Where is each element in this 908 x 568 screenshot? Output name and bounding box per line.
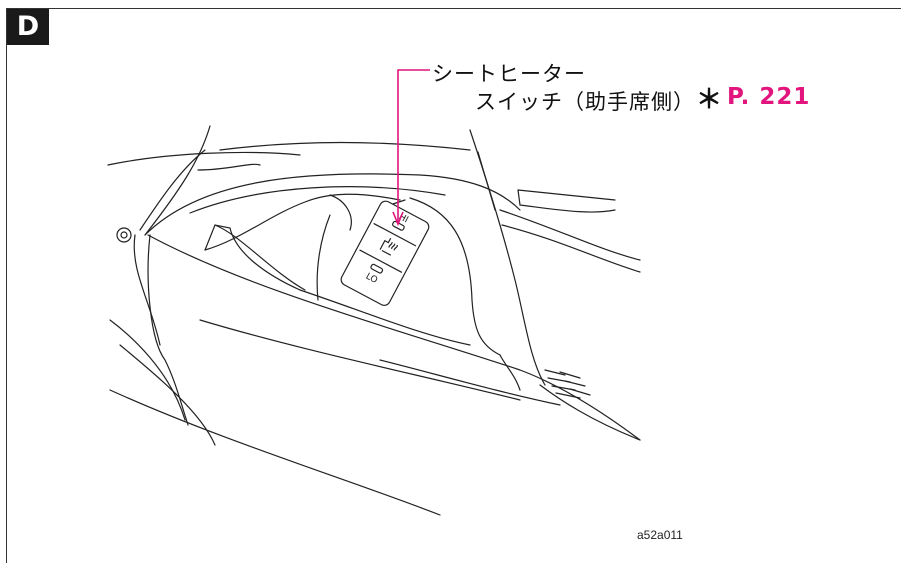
- callout-label-line1: シートヒーター: [432, 62, 586, 86]
- dash-top-line-left: [107, 151, 301, 166]
- dash-top-line-mid: [219, 141, 471, 151]
- seat-heater-icon: [379, 237, 392, 256]
- vent-knob: [116, 227, 132, 243]
- hi-label: HI: [397, 212, 410, 225]
- hi-indicator-lamp: [392, 220, 405, 231]
- lo-label: LO: [364, 272, 379, 286]
- figure-frame: [6, 8, 901, 563]
- image-code: a52a011: [637, 528, 683, 542]
- page-reference-link[interactable]: P. 221: [727, 84, 811, 110]
- callout-leader-line: [392, 69, 430, 227]
- section-badge: D: [7, 9, 49, 45]
- callout-label-line2: スイッチ（助手席側）: [475, 90, 695, 114]
- asterisk-mark: ＊: [696, 85, 723, 115]
- switch-housing: [340, 200, 430, 306]
- lo-indicator-lamp: [370, 263, 384, 274]
- seat-heater-switch[interactable]: HI LO: [339, 199, 431, 307]
